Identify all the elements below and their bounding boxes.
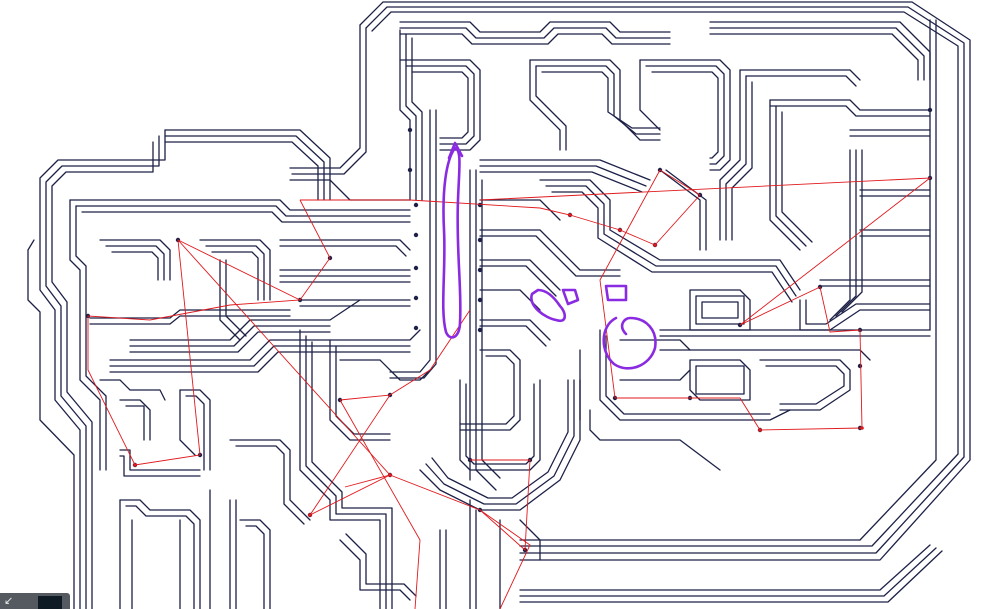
upper-right-traces bbox=[399, 21, 931, 471]
annotation-arrow-tip bbox=[447, 141, 464, 160]
center-column-traces bbox=[389, 29, 621, 609]
annotation-square-right bbox=[604, 284, 628, 302]
annotation-vertical-loop bbox=[441, 146, 462, 339]
dark-square-icon[interactable] bbox=[38, 596, 62, 609]
corner-toolbar: ↙ bbox=[0, 593, 70, 609]
annotation-small-square bbox=[561, 288, 580, 306]
ratsnest-endpoints bbox=[133, 213, 864, 517]
check-arrow-icon[interactable]: ↙ bbox=[4, 594, 14, 607]
annotation-circle bbox=[602, 316, 657, 370]
left-region-traces bbox=[27, 129, 431, 609]
annotation-loop-left bbox=[530, 288, 567, 323]
hand-drawn-annotations bbox=[441, 141, 657, 370]
